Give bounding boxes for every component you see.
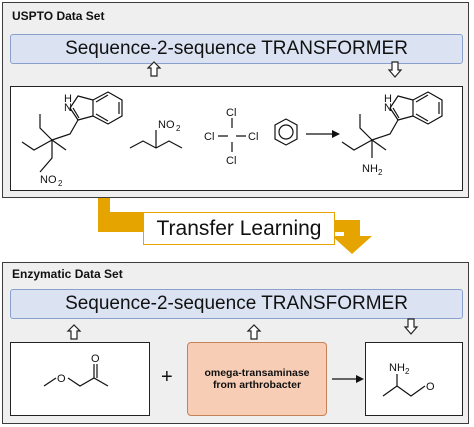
uspto-transformer-bar: Sequence-2-sequence TRANSFORMER <box>10 34 463 64</box>
product-nh-label: NH <box>389 362 405 374</box>
cl-top-label: Cl <box>226 107 236 119</box>
ketone-box <box>10 342 150 416</box>
ether-o-label: O <box>57 373 66 385</box>
enzyme-line-2: from arthrobacter <box>212 379 302 391</box>
indole-h-label: H <box>64 93 72 105</box>
ketone-molecule <box>43 364 109 387</box>
plus-sign: + <box>161 366 173 388</box>
amine-sub: 2 <box>378 168 383 177</box>
nitro2-sub: 2 <box>176 124 181 133</box>
product-nh-sub: 2 <box>405 367 410 376</box>
enzyme-line-1: omega-transaminase <box>204 367 310 379</box>
output-down-arrow <box>387 61 403 78</box>
product-n-label: N <box>384 102 392 114</box>
ketone-o-label: O <box>91 353 100 365</box>
enz-up-arrow-mid <box>246 324 262 340</box>
nitro-sub: 2 <box>58 179 63 188</box>
nitro-label: NO <box>40 174 57 186</box>
product-h-label: H <box>384 93 392 105</box>
reactant-benzene <box>274 118 298 146</box>
uspto-panel: USPTO Data Set Sequence-2-sequence TRANS… <box>2 2 469 198</box>
reaction-arrow <box>306 130 340 138</box>
enzyme-box: omega-transaminase from arthrobacter <box>187 342 327 416</box>
indole-n-label: N <box>64 102 72 114</box>
product-o-label: O <box>426 381 435 393</box>
enzymatic-title: Enzymatic Data Set <box>12 267 123 281</box>
amine-product-molecule <box>382 374 426 397</box>
nitro2-label: NO <box>158 119 175 131</box>
reactant-indole-nitro <box>21 91 123 173</box>
amine-label: NH <box>362 163 378 175</box>
input-up-arrow <box>146 61 162 77</box>
reactant-nitropentane <box>129 130 183 149</box>
transfer-learning-label: Transfer Learning <box>143 212 335 245</box>
enz-down-arrow-right <box>403 318 419 335</box>
cl-left-label: Cl <box>204 131 214 143</box>
uspto-title: USPTO Data Set <box>12 9 105 23</box>
cl-right-label: Cl <box>248 131 258 143</box>
uspto-reaction-box <box>10 86 463 191</box>
enz-up-arrow-left <box>66 324 82 340</box>
product-box <box>365 342 463 416</box>
cl-bottom-label: Cl <box>226 155 236 167</box>
enzymatic-transformer-bar: Sequence-2-sequence TRANSFORMER <box>10 289 463 319</box>
product-indole-amine <box>341 91 443 158</box>
reactant-ccl4 <box>218 118 246 152</box>
enzymatic-panel: Enzymatic Data Set Sequence-2-sequence T… <box>2 262 469 424</box>
